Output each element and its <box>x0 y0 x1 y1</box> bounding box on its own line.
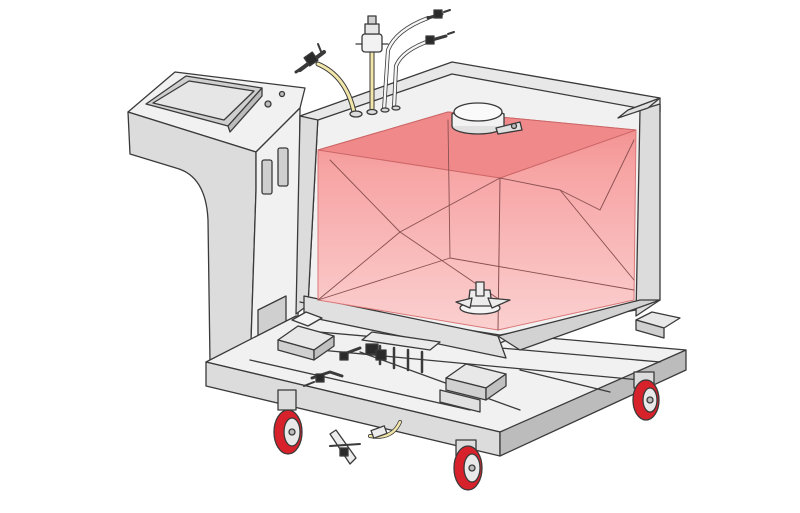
caster-wheel-front-left <box>273 389 303 455</box>
touchscreen-panel <box>145 75 263 133</box>
load-cell-right <box>635 311 681 339</box>
vent-filter <box>355 15 389 53</box>
load-cell-left <box>277 311 335 361</box>
load-cell-front <box>439 363 507 413</box>
drain-line <box>329 420 402 465</box>
indicator-dot-icon <box>264 100 272 108</box>
gas-inlet-connectors <box>425 9 455 45</box>
sampling-connector-top <box>294 43 326 74</box>
impeller <box>455 281 511 315</box>
harvest-valve <box>303 370 344 387</box>
top-port-cap <box>451 102 523 135</box>
single-use-bag <box>317 111 637 331</box>
top-tubing <box>315 16 434 118</box>
bottom-ports <box>339 331 441 374</box>
caster-wheel-rear-right <box>632 371 660 421</box>
caster-wheel-front-right <box>453 439 483 491</box>
indicator-dot-icon <box>278 90 286 98</box>
